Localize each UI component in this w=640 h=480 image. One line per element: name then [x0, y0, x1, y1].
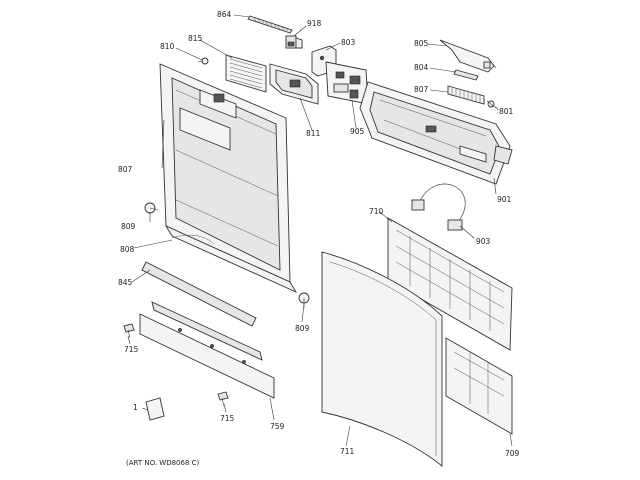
- part-805-bracket: [439, 39, 497, 73]
- callout-809-left: 809: [121, 222, 136, 231]
- callout-809-right: 809: [295, 324, 310, 333]
- part-903-wire-harness: [411, 183, 466, 231]
- part-809-screw-left: [144, 202, 159, 214]
- part-801-screw: [486, 100, 497, 109]
- part-815-vent-grille: [225, 54, 267, 93]
- art-number: (ART NO. WD8068 C): [126, 459, 200, 467]
- part-759-lower-panel: [139, 301, 275, 399]
- callout-807-keypad: 807: [414, 85, 429, 94]
- part-1-literature: [145, 397, 165, 421]
- callout-811: 811: [306, 129, 321, 138]
- callout-815: 815: [188, 34, 203, 43]
- callout-804: 804: [414, 63, 429, 72]
- part-715-screw-b: [217, 391, 229, 407]
- callout-801: 801: [499, 107, 514, 116]
- callout-1: 1: [133, 403, 138, 412]
- callout-808: 808: [120, 245, 135, 254]
- callout-709: 709: [505, 449, 520, 458]
- callout-903: 903: [476, 237, 491, 246]
- callout-805: 805: [414, 39, 429, 48]
- part-864-vent-strip: [247, 15, 293, 34]
- callout-711: 711: [340, 447, 355, 456]
- callout-918: 918: [307, 19, 322, 28]
- part-804-clip: [453, 69, 479, 81]
- callout-759: 759: [270, 422, 285, 431]
- callout-710: 710: [369, 207, 384, 216]
- part-809-screw-right: [298, 292, 310, 308]
- part-845-trim: [141, 261, 257, 327]
- callout-864: 864: [217, 10, 232, 19]
- part-807-inner-door: [159, 63, 298, 294]
- callout-715-a: 715: [124, 345, 139, 354]
- callout-803: 803: [341, 38, 356, 47]
- part-901-control-panel: [359, 81, 513, 185]
- callout-715-b: 715: [220, 414, 235, 423]
- part-710-insulation: [387, 217, 513, 351]
- part-711-outer-door: [321, 251, 443, 467]
- part-810-screw: [197, 57, 209, 65]
- part-905-control-board: [325, 61, 369, 105]
- part-811-vent-housing: [269, 63, 319, 105]
- callout-901: 901: [497, 195, 512, 204]
- callout-807-door: 807: [118, 165, 133, 174]
- leader-lines: [127, 14, 513, 447]
- part-808-gasket: [171, 234, 215, 245]
- part-709-insulation: [445, 337, 513, 435]
- callout-905: 905: [350, 127, 365, 136]
- callout-845: 845: [118, 278, 133, 287]
- part-807-keypad: [447, 85, 485, 105]
- callout-810: 810: [160, 42, 175, 51]
- part-918-latch: [285, 35, 303, 49]
- part-715-screw-a: [123, 323, 135, 339]
